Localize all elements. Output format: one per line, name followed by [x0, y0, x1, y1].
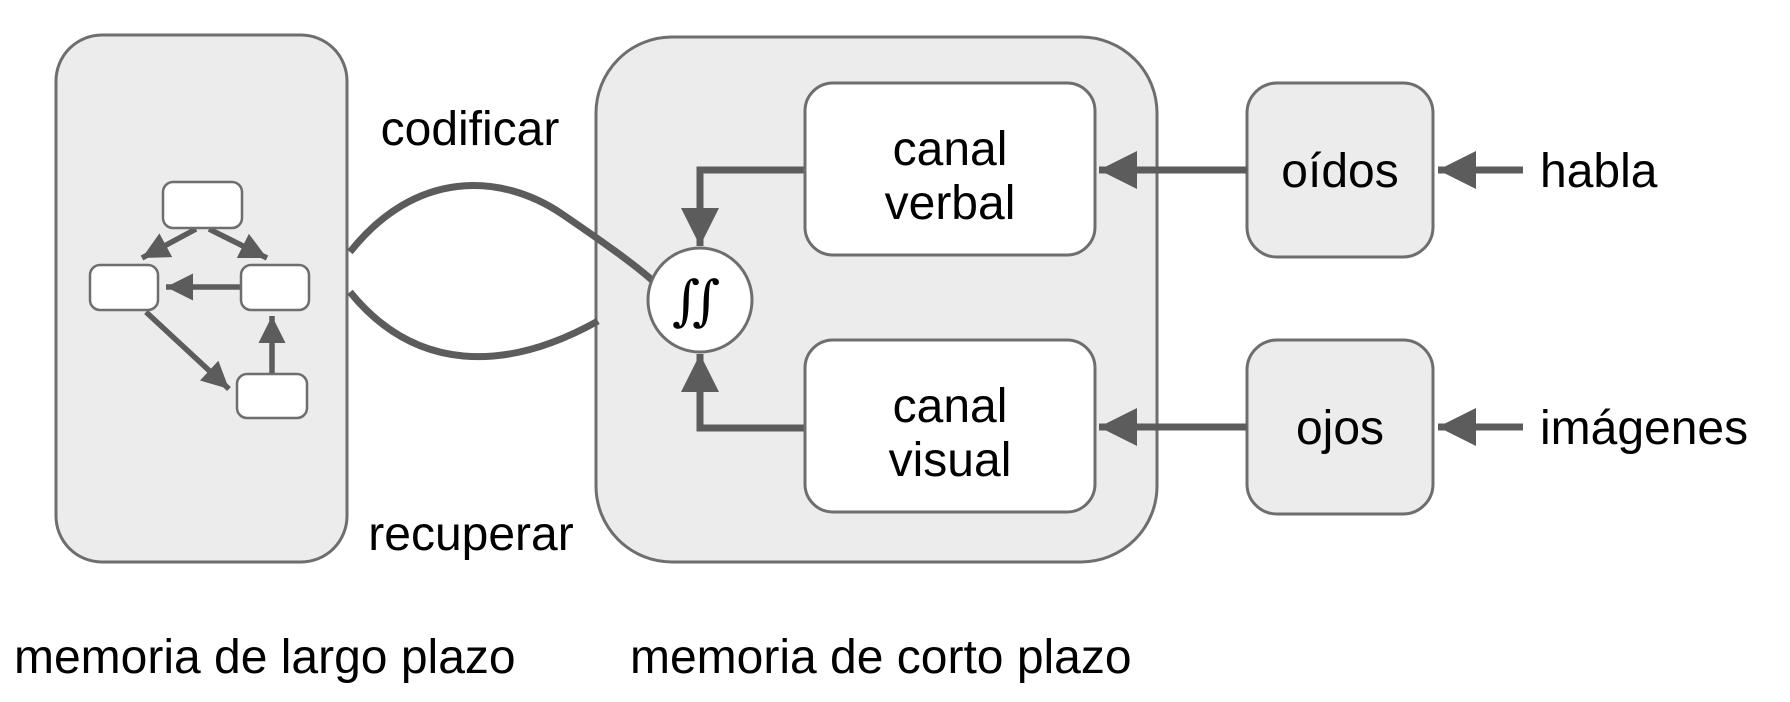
eyes-label: ojos [1296, 402, 1384, 455]
verbal-channel-label-line2: verbal [885, 177, 1016, 230]
memory-node-right [239, 263, 311, 312]
verbal-to-integrator-arrow [681, 166, 805, 246]
ears-label: oídos [1281, 145, 1398, 198]
visual-channel-label-line1: canal [893, 380, 1008, 433]
visual-channel-label-line2: visual [889, 434, 1012, 487]
integrator-symbol: ∫∫ [672, 269, 719, 332]
visual-channel-box [803, 338, 1097, 514]
network-arrow-left-to-bottom [144, 309, 231, 392]
images-input-label: imágenes [1540, 402, 1748, 455]
retrieve-curve [347, 289, 600, 361]
visual-to-integrator-arrow [681, 354, 805, 432]
memory-node-left [88, 263, 160, 312]
long-term-memory-container [54, 33, 349, 564]
encode-label: codificar [381, 103, 560, 156]
retrieve-label: recuperar [368, 508, 573, 561]
network-arrow-top-to-left [140, 226, 198, 261]
long-term-memory-caption: memoria de largo plazo [14, 631, 516, 684]
labels: codificar recuperar canal verbal canal v… [14, 103, 1748, 684]
shapes [54, 33, 1523, 564]
speech-input-label: habla [1540, 145, 1658, 198]
verbal-channel-box [803, 81, 1097, 257]
integrator-circle [646, 246, 754, 354]
encode-curve [347, 182, 656, 284]
verbal-channel-label-line1: canal [893, 123, 1008, 176]
memory-node-top [161, 180, 244, 230]
memory-node-bottom [235, 372, 309, 420]
short-term-memory-caption: memoria de corto plazo [630, 631, 1132, 684]
network-arrow-top-to-right [207, 226, 269, 261]
